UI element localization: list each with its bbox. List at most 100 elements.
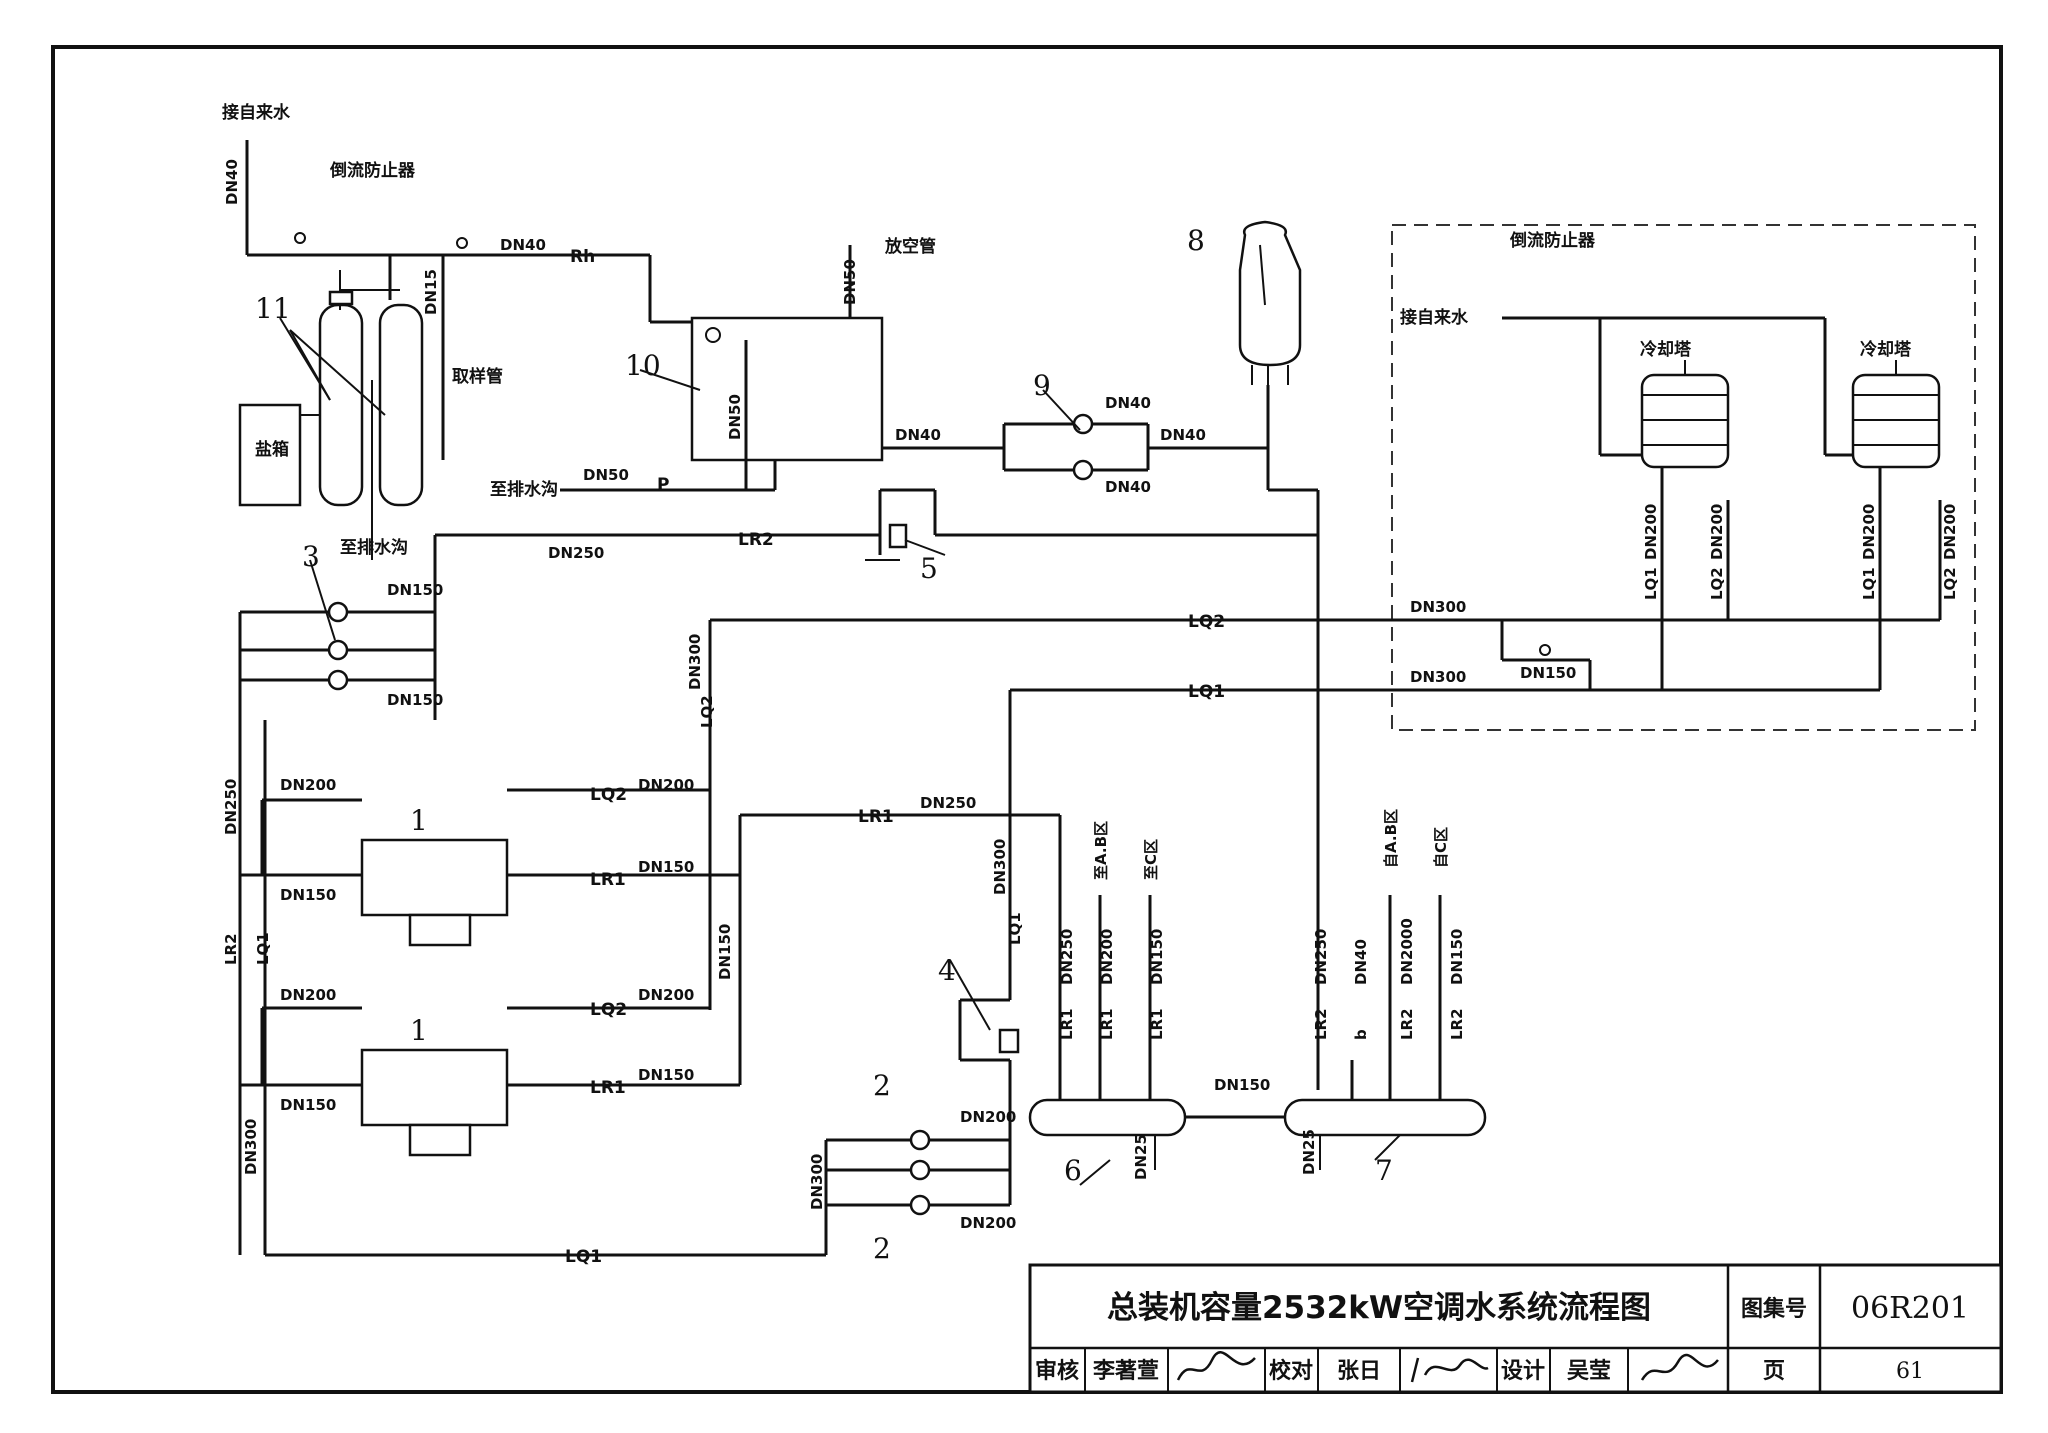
label-dn50: DN50: [583, 466, 629, 484]
label-dn40: DN40: [1105, 394, 1151, 412]
label-dn250: DN250: [1312, 929, 1330, 985]
reviewer-signature: [1176, 1351, 1256, 1381]
label-dn2000: DN2000: [1398, 918, 1416, 985]
designer-name: 吴莹: [1567, 1359, 1611, 1384]
label-dn200: DN200: [960, 1214, 1016, 1232]
dirt-separator-5: [865, 488, 937, 561]
label-to-ab: 至A.B区: [1092, 821, 1110, 880]
component-number: 1: [410, 1014, 428, 1047]
label-rh: Rh: [570, 247, 595, 267]
label-salt-box: 盐箱: [255, 439, 289, 460]
label-lr2: LR2: [1398, 1008, 1416, 1040]
component-number: 2: [873, 1232, 891, 1265]
label-lr2: LR2: [222, 933, 240, 965]
label-dn150: DN150: [1148, 929, 1166, 985]
drawing-frame: [51, 45, 2003, 1394]
label-dn300: DN300: [242, 1119, 260, 1175]
label-backflow-2: 倒流防止器: [1509, 230, 1596, 251]
component-number: 6: [1064, 1154, 1082, 1187]
label-lq1: LQ1: [1642, 567, 1660, 600]
label-dn150: DN150: [280, 886, 336, 904]
label-lq1: LQ1: [1188, 682, 1225, 702]
label-lr1: LR1: [1148, 1008, 1166, 1040]
checker-signature: [1410, 1357, 1489, 1383]
component-number: 11: [255, 292, 291, 325]
drawing-title: 总装机容量2532kW空调水系统流程图: [1107, 1290, 1651, 1326]
expansion-vessel-8: [1238, 220, 1320, 1090]
label-dn40: DN40: [1352, 939, 1370, 985]
label-drain: 至排水沟: [340, 537, 408, 558]
label-dn200: DN200: [638, 776, 694, 794]
label-dn300: DN300: [991, 839, 1009, 895]
water-treatment-group: [238, 140, 700, 560]
return-header-7: [1283, 895, 1487, 1170]
page-label: 页: [1763, 1359, 1785, 1384]
salt-box: [238, 403, 302, 507]
label-dn250: DN250: [548, 544, 604, 562]
label-dn150: DN150: [716, 924, 734, 980]
label-dn40: DN40: [1160, 426, 1206, 444]
label-lq2: LQ2: [1941, 567, 1959, 600]
label-p: P: [657, 475, 669, 495]
label-dn150: DN150: [280, 1096, 336, 1114]
component-number: 8: [1187, 224, 1205, 257]
water-tank-10: [560, 245, 1004, 492]
label-lr2: LR2: [1448, 1008, 1466, 1040]
label-dn40: DN40: [895, 426, 941, 444]
label-b: b: [1352, 1029, 1370, 1040]
label-backflow-1: 倒流防止器: [329, 160, 416, 181]
label-dn250: DN250: [920, 794, 976, 812]
label-dn150: DN150: [387, 581, 443, 599]
label-dn50-tank: DN50: [726, 394, 744, 440]
label-lr1: LR1: [1098, 1008, 1116, 1040]
label-lr1: LR1: [590, 1078, 626, 1098]
component-number: 1: [410, 804, 428, 837]
cooling-tower-zone: [1391, 224, 1976, 731]
title-block: 总装机容量2532kW空调水系统流程图 图集号 06R201 审核 李著萱 校对…: [1028, 1263, 2003, 1394]
checker-name: 张日: [1337, 1359, 1381, 1384]
cooling-tower-piping: [1370, 316, 1942, 692]
supply-header-6: [1028, 895, 1187, 1170]
label-dn200: DN200: [1941, 504, 1959, 560]
design-label: 设计: [1501, 1359, 1545, 1384]
label-dn150: DN150: [1448, 929, 1466, 985]
label-dn25: DN25: [1300, 1129, 1318, 1175]
label-dn150: DN150: [1520, 664, 1576, 682]
label-lq2: LQ2: [590, 785, 627, 805]
review-label: 审核: [1035, 1358, 1079, 1384]
component-number: 2: [873, 1069, 891, 1102]
diagram-labels: 接自来水 倒流防止器 DN40 DN40 Rh 放空管 DN50 DN15 取样…: [222, 102, 1959, 1267]
label-dn40: DN40: [500, 236, 546, 254]
label-dn50-vent: DN50: [841, 259, 859, 305]
label-dn200: DN200: [1098, 929, 1116, 985]
label-drain: 至排水沟: [490, 479, 558, 500]
label-dn200: DN200: [638, 986, 694, 1004]
label-dn150: DN150: [638, 1066, 694, 1084]
label-dn200: DN200: [280, 986, 336, 1004]
component-number: 5: [920, 552, 938, 585]
label-dn150: DN150: [638, 858, 694, 876]
leader-lines: [279, 244, 1401, 1186]
component-number: 7: [1375, 1154, 1393, 1187]
label-dn300: DN300: [808, 1154, 826, 1210]
label-dn250: DN250: [222, 779, 240, 835]
label-from-c: 自C区: [1432, 827, 1450, 868]
label-dn200: DN200: [1642, 504, 1660, 560]
component-numbers: 1 1 2 2 3 4 5 6 7 8 9 10 11: [255, 224, 1393, 1265]
atlas-number-label: 图集号: [1741, 1296, 1807, 1322]
chiller-1-upper: [240, 788, 740, 947]
label-lr2: LR2: [738, 530, 774, 550]
designer-signature: [1640, 1353, 1719, 1381]
label-lq2: LQ2: [590, 1000, 627, 1020]
label-sampling: 取样管: [452, 366, 503, 387]
label-lq1: LQ1: [1006, 912, 1024, 945]
label-lq2: LQ2: [1188, 612, 1225, 632]
label-cooling-tower: 冷却塔: [1640, 339, 1692, 360]
pump-group-9: [1002, 413, 1268, 481]
label-dn300: DN300: [1410, 668, 1466, 686]
label-lr1: LR1: [1058, 1008, 1076, 1040]
label-to-c: 至C区: [1142, 839, 1160, 880]
label-dn15: DN15: [422, 269, 440, 315]
component-number: 9: [1033, 369, 1051, 402]
